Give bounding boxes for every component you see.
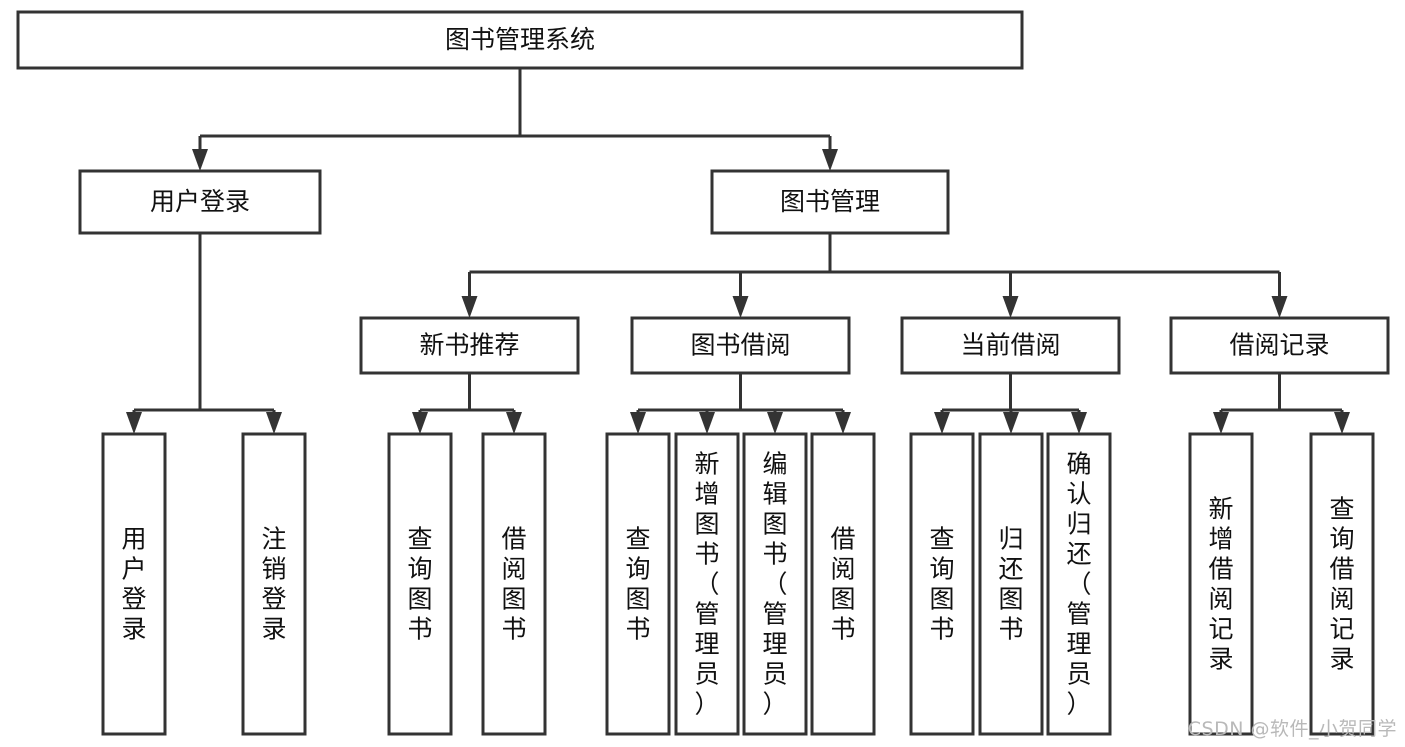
current-borrow-to-leaf-return-book-arrowhead: [1003, 412, 1019, 434]
node-user-login-box: [78, 169, 322, 235]
node-book-borrow-box: [630, 316, 851, 375]
node-leaf-query-book-3-label: 查询图书: [929, 524, 954, 643]
node-leaf-user-login-label: 用户登录: [121, 524, 146, 643]
node-borrow-record-box: [1169, 316, 1390, 375]
node-book-management-label: 图书管理: [780, 187, 880, 216]
node-book-management[interactable]: 图书管理: [710, 169, 950, 235]
node-leaf-confirm-return-label: 确认归还（管理员）: [1066, 449, 1091, 718]
current-borrow-to-leaf-query-book-3-arrowhead: [934, 412, 950, 434]
book-borrow-to-leaf-borrow-book-2-arrowhead: [835, 412, 851, 434]
node-leaf-query-book-1[interactable]: 查询图书: [387, 432, 453, 736]
borrow-record-to-leaf-add-record-arrowhead: [1213, 412, 1229, 434]
node-leaf-confirm-return[interactable]: 确认归还（管理员）: [1046, 432, 1112, 736]
node-user-login[interactable]: 用户登录: [78, 169, 322, 235]
bm-to-book-borrow-arrowhead: [732, 296, 749, 318]
watermark-label: CSDN @软件_小贺同学: [1187, 718, 1397, 740]
node-leaf-return-book-box: [978, 432, 1044, 736]
node-leaf-borrow-book-1-box: [481, 432, 547, 736]
connector-layer: [126, 68, 1350, 434]
bm-to-new-book-recommend-arrowhead: [461, 296, 478, 318]
node-leaf-add-record[interactable]: 新增借阅记录: [1188, 432, 1254, 736]
node-leaf-query-book-2[interactable]: 查询图书: [605, 432, 671, 736]
new-book-recommend-to-leaf-borrow-book-1-arrowhead: [506, 412, 522, 434]
user-login-to-leaf-logout-arrowhead: [266, 412, 282, 434]
node-current-borrow-box: [900, 316, 1121, 375]
node-leaf-add-book-box: [674, 432, 740, 736]
node-book-borrow-label: 图书借阅: [690, 331, 790, 360]
node-user-login-label: 用户登录: [150, 187, 250, 216]
node-new-book-recommend-box: [359, 316, 580, 375]
node-leaf-query-book-3[interactable]: 查询图书: [909, 432, 975, 736]
node-leaf-borrow-book-2[interactable]: 借阅图书: [810, 432, 876, 736]
node-leaf-return-book[interactable]: 归还图书: [978, 432, 1044, 736]
book-borrow-to-leaf-add-book-arrowhead: [699, 412, 715, 434]
book-borrow-to-leaf-edit-book-arrowhead: [767, 412, 783, 434]
node-leaf-add-book[interactable]: 新增图书（管理员）: [674, 432, 740, 736]
node-leaf-edit-book-box: [742, 432, 808, 736]
root-to-user-login-arrowhead: [192, 149, 208, 171]
node-borrow-record-label: 借阅记录: [1229, 331, 1329, 360]
node-leaf-add-book-label: 新增图书（管理员）: [694, 449, 719, 718]
node-leaf-query-record[interactable]: 查询借阅记录: [1309, 432, 1375, 736]
bm-to-borrow-record-arrowhead: [1271, 296, 1288, 318]
node-leaf-edit-book-label: 编辑图书（管理员）: [762, 449, 787, 718]
node-leaf-query-book-3-box: [909, 432, 975, 736]
node-leaf-query-book-1-label: 查询图书: [407, 524, 432, 643]
node-leaf-query-book-2-box: [605, 432, 671, 736]
node-root-label: 图书管理系统: [445, 25, 595, 54]
node-book-borrow[interactable]: 图书借阅: [630, 316, 851, 375]
user-login-to-leaf-user-login-arrowhead: [126, 412, 142, 434]
node-leaf-confirm-return-box: [1046, 432, 1112, 736]
new-book-recommend-to-leaf-query-book-1-arrowhead: [412, 412, 428, 434]
node-book-management-box: [710, 169, 950, 235]
node-leaf-add-record-label: 新增借阅记录: [1208, 494, 1233, 673]
borrow-record-to-leaf-query-record-arrowhead: [1334, 412, 1350, 434]
node-layer: 图书管理系统用户登录图书管理新书推荐图书借阅当前借阅借阅记录用户登录注销登录查询…: [16, 10, 1390, 736]
node-leaf-add-record-box: [1188, 432, 1254, 736]
node-leaf-borrow-book-1-label: 借阅图书: [501, 524, 526, 643]
node-leaf-query-record-box: [1309, 432, 1375, 736]
node-leaf-borrow-book-2-label: 借阅图书: [830, 524, 855, 643]
node-leaf-logout-label: 注销登录: [261, 524, 286, 643]
root-to-book-management-arrowhead: [822, 149, 838, 171]
node-leaf-logout-box: [241, 432, 307, 736]
node-root-box: [16, 10, 1024, 70]
node-leaf-query-book-2-label: 查询图书: [625, 524, 650, 643]
node-leaf-return-book-label: 归还图书: [998, 524, 1023, 643]
bm-to-current-borrow-arrowhead: [1002, 296, 1019, 318]
node-root[interactable]: 图书管理系统: [16, 10, 1024, 70]
node-current-borrow-label: 当前借阅: [960, 331, 1060, 360]
book-borrow-to-leaf-query-book-2-arrowhead: [630, 412, 646, 434]
node-leaf-user-login[interactable]: 用户登录: [101, 432, 167, 736]
node-leaf-logout[interactable]: 注销登录: [241, 432, 307, 736]
node-leaf-borrow-book-1[interactable]: 借阅图书: [481, 432, 547, 736]
current-borrow-to-leaf-confirm-return-arrowhead: [1071, 412, 1087, 434]
node-new-book-recommend-label: 新书推荐: [419, 331, 519, 360]
node-new-book-recommend[interactable]: 新书推荐: [359, 316, 580, 375]
node-leaf-query-record-label: 查询借阅记录: [1329, 494, 1354, 673]
node-leaf-query-book-1-box: [387, 432, 453, 736]
node-borrow-record[interactable]: 借阅记录: [1169, 316, 1390, 375]
node-leaf-borrow-book-2-box: [810, 432, 876, 736]
node-leaf-user-login-box: [101, 432, 167, 736]
node-leaf-edit-book[interactable]: 编辑图书（管理员）: [742, 432, 808, 736]
node-current-borrow[interactable]: 当前借阅: [900, 316, 1121, 375]
